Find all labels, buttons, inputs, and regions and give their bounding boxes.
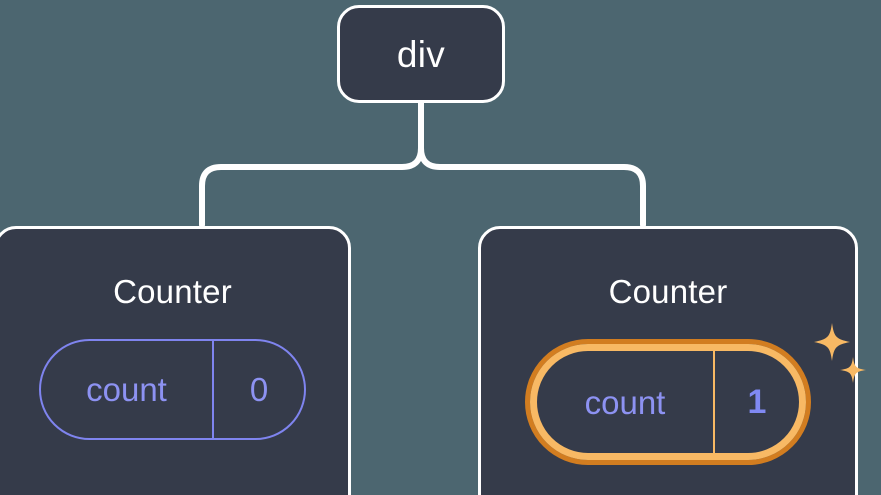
- state-value-right: 1: [747, 383, 767, 421]
- node-counter-right[interactable]: Counter count 1: [478, 226, 866, 495]
- connector-to-left-child: [199, 145, 424, 228]
- state-value-left: 0: [249, 371, 269, 408]
- state-pill-right[interactable]: count 1: [530, 344, 806, 460]
- sparkle-small-icon: [840, 357, 866, 383]
- node-counter-left[interactable]: Counter count 0: [0, 226, 351, 495]
- connector-to-right-child: [418, 145, 646, 228]
- node-counter-left-label: Counter: [113, 273, 232, 310]
- state-pill-right-highlight-ring: count 1: [525, 339, 811, 465]
- state-pill-wrapper-right: count 1: [525, 323, 866, 465]
- state-key-left: count: [41, 341, 214, 438]
- state-pill-wrapper-left: count 0: [39, 339, 306, 440]
- node-div-label: div: [396, 33, 446, 75]
- sparkle-large-icon: [814, 323, 850, 361]
- sparkles-group: [814, 323, 866, 383]
- state-key-right: count: [537, 351, 715, 453]
- state-pill-left[interactable]: count 0: [39, 339, 306, 440]
- node-div[interactable]: div: [337, 5, 505, 103]
- node-counter-right-label: Counter: [608, 273, 728, 310]
